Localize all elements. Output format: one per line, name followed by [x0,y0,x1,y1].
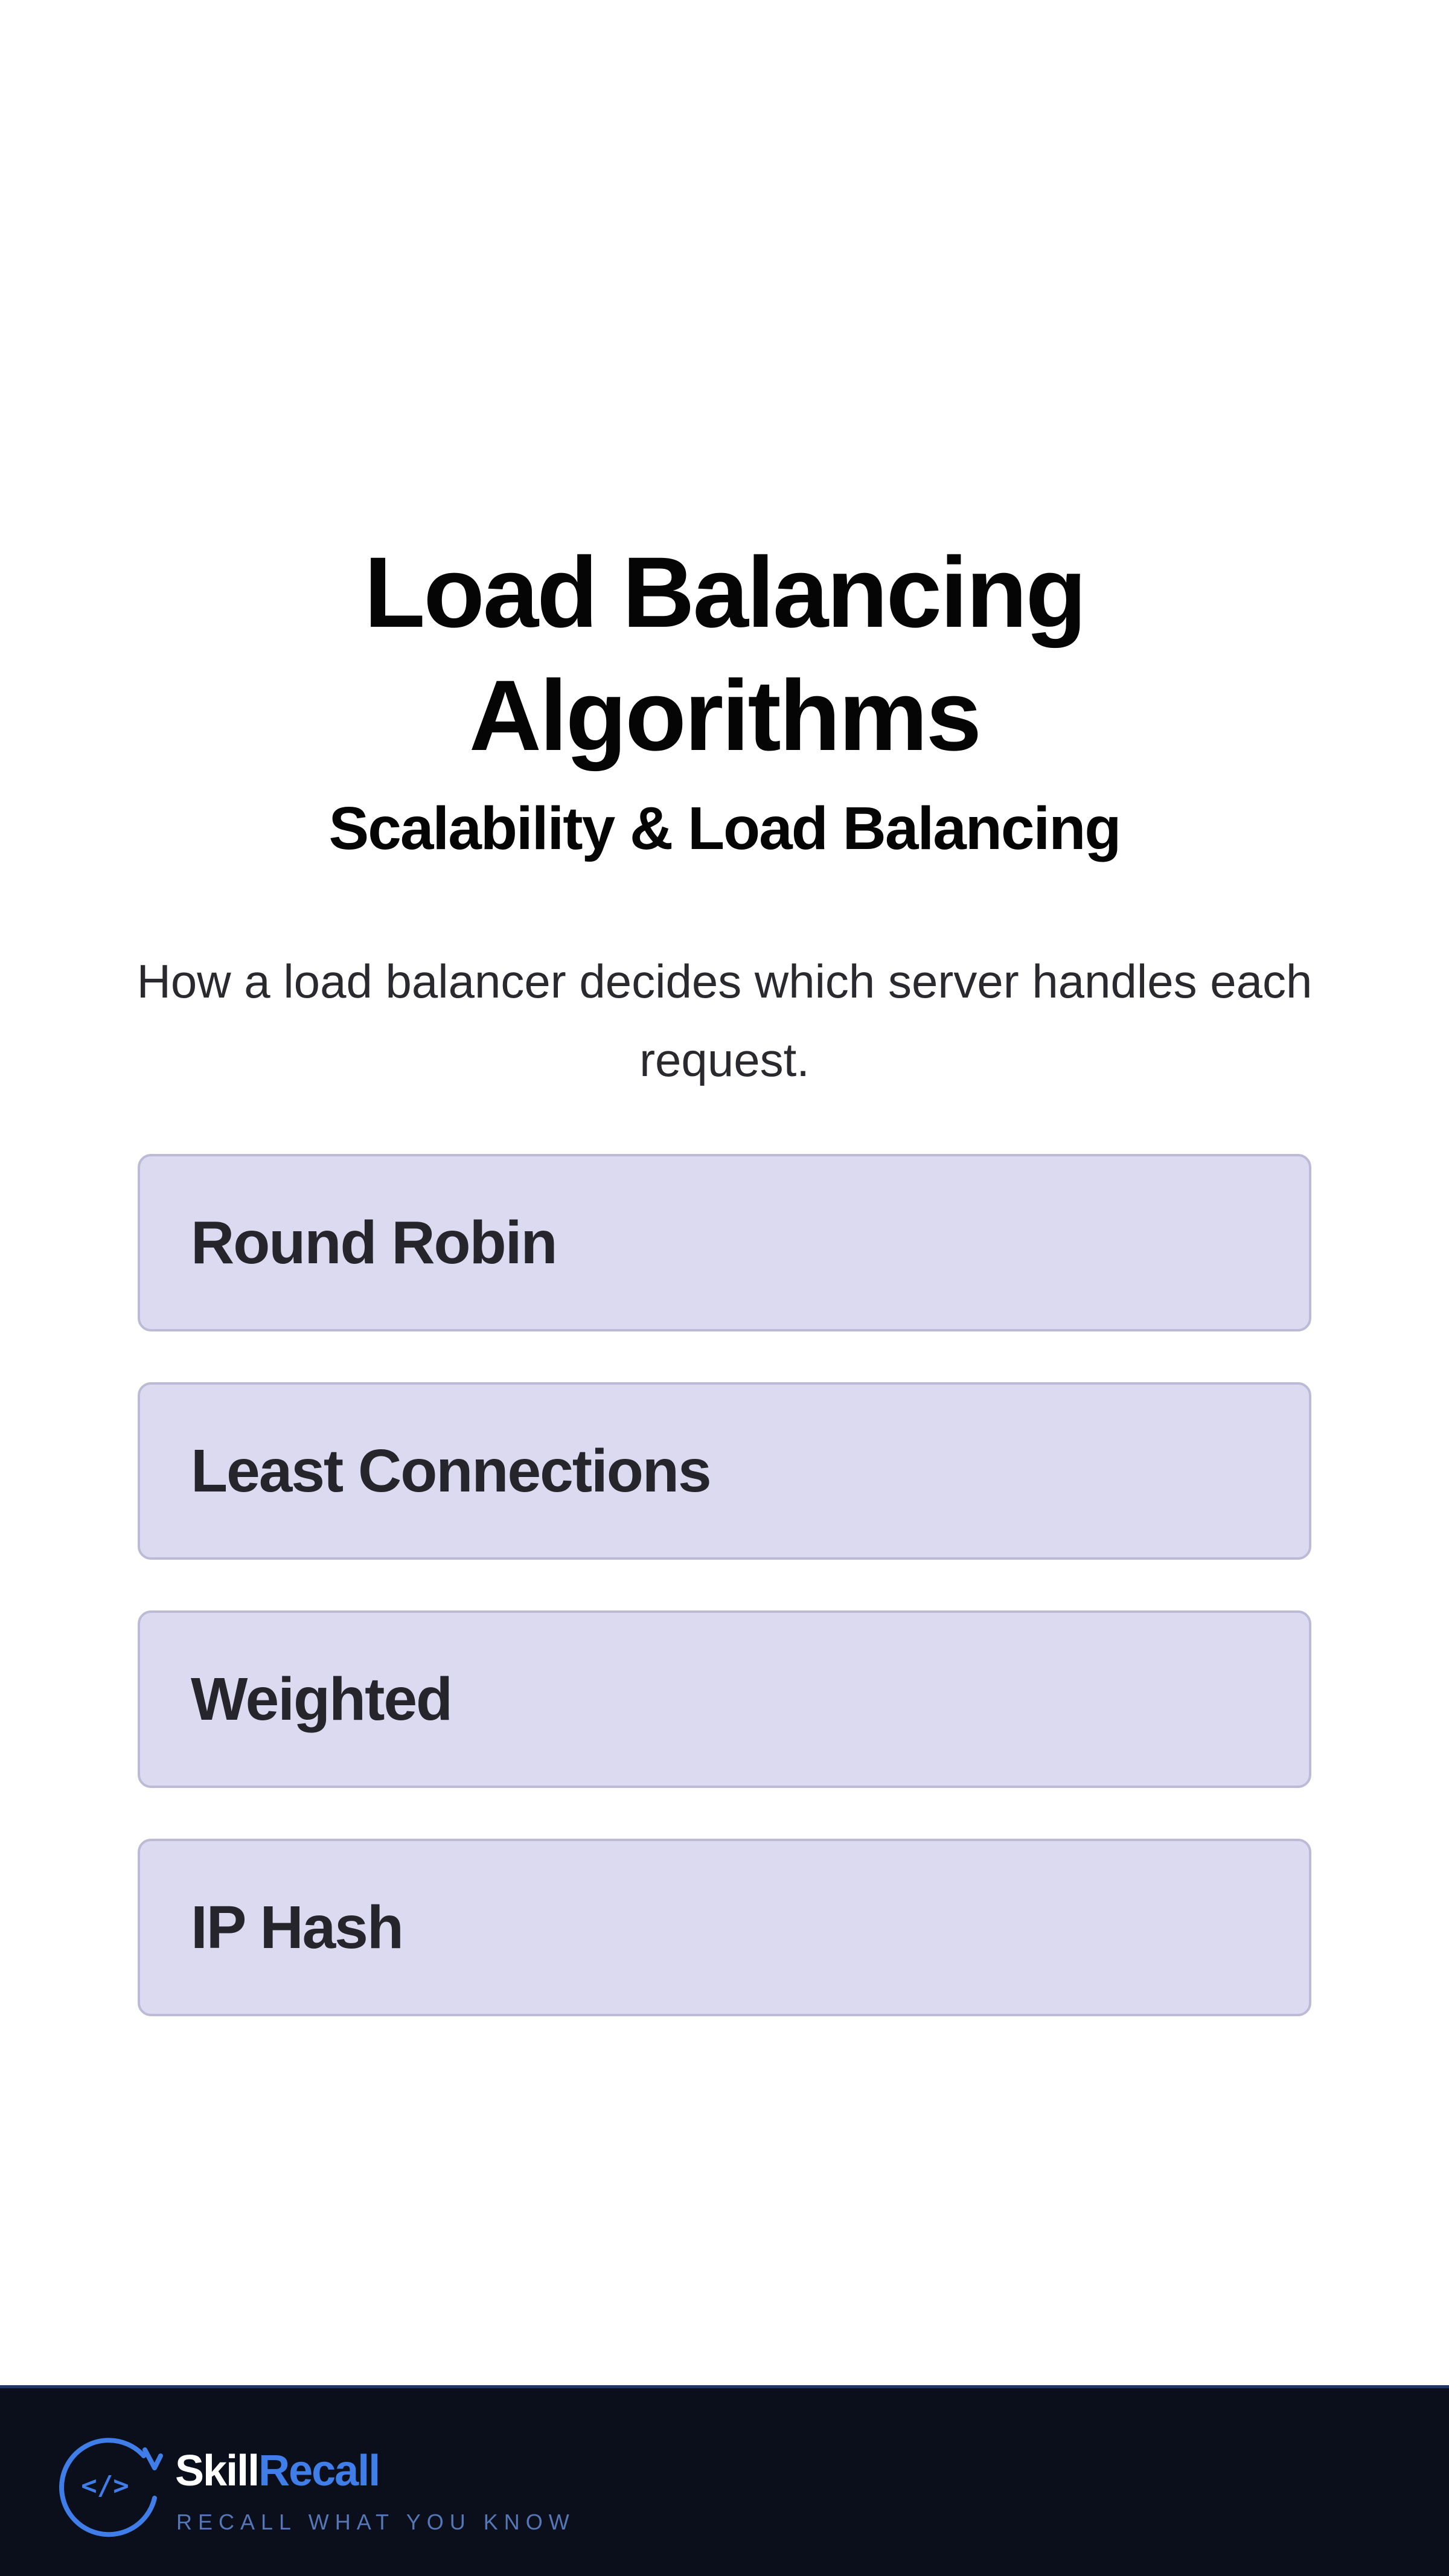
option-label: Least Connections [191,1437,712,1505]
option-label: Round Robin [191,1208,558,1277]
brand-name-part1: Skill [175,2447,260,2495]
option-label: Weighted [191,1665,453,1733]
footer-bar: </> SkillRecall RECALL WHAT YOU KNOW [0,2385,1449,2576]
option-label: IP Hash [191,1893,404,1961]
page-title-line1: Load Balancing [364,537,1087,649]
option-round-robin[interactable]: Round Robin [138,1154,1311,1331]
quiz-content: Load Balancing Algorithms Scalability & … [0,531,1449,2067]
option-weighted[interactable]: Weighted [138,1610,1311,1788]
page-subtitle: Scalability & Load Balancing [328,795,1122,862]
page-title: Load Balancing Algorithms [0,531,1449,778]
brand-name-part2: Recall [258,2447,380,2495]
code-brackets-icon: </> [59,2438,163,2537]
question-description: How a load balancer decides which server… [136,955,1313,1086]
page-title-line2: Algorithms [469,660,982,772]
brand-name: SkillRecall [175,2444,380,2498]
option-ip-hash[interactable]: IP Hash [138,1839,1311,2016]
logo-glyph: </> [81,2470,129,2501]
brand-tagline: RECALL WHAT YOU KNOW [176,2510,575,2534]
options-list: Round Robin Least Connections Weighted I… [138,1154,1311,2067]
option-least-connections[interactable]: Least Connections [138,1382,1311,1560]
